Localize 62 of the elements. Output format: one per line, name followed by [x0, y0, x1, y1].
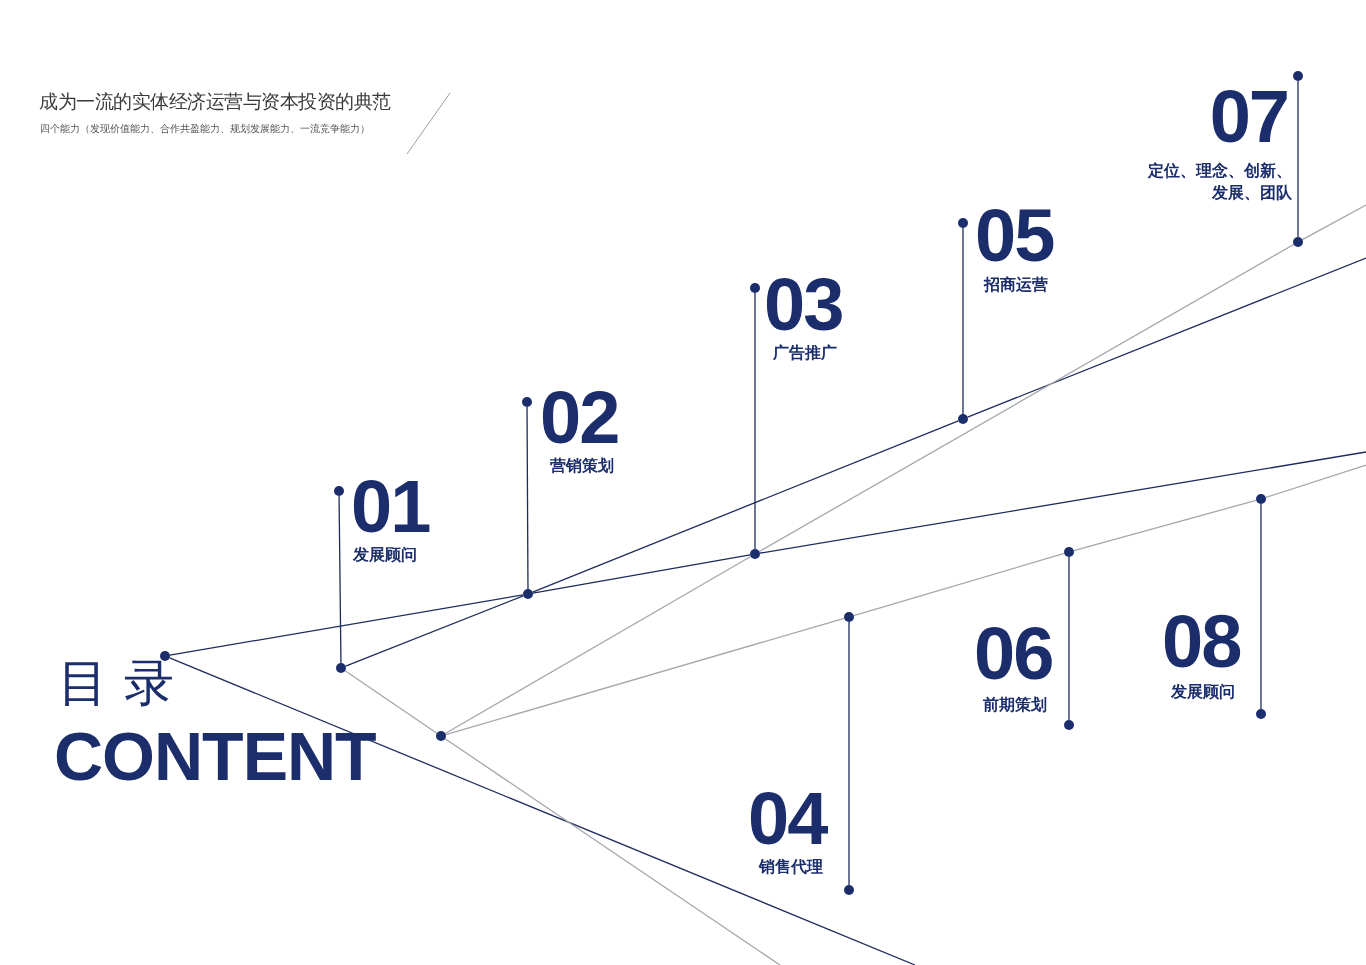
item-label: 广告推广 [773, 342, 837, 364]
connector-line [344, 670, 438, 734]
connector-line [1260, 503, 1262, 710]
item-label: 销售代理 [759, 856, 823, 878]
connector-line [532, 554, 751, 594]
junction-dot [336, 663, 346, 673]
connector-line [338, 495, 342, 664]
item-label: 定位、理念、创新、发展、团队 [1147, 160, 1292, 204]
connector-line [444, 555, 752, 735]
connector-line [1301, 204, 1366, 241]
subheading: 四个能力（发现价值能力、合作共盈能力、规划发展能力、一流竞争能力） [40, 122, 370, 136]
connector-line [967, 257, 1366, 418]
connector-line [754, 292, 756, 550]
connector-line [345, 595, 524, 667]
junction-dot [1256, 709, 1266, 719]
contents-heading: CONTENT [54, 720, 376, 792]
connector-line [759, 451, 1366, 554]
item-label: 招商运营 [984, 274, 1048, 296]
connector-line [532, 420, 959, 593]
connector-line [526, 406, 529, 590]
connector-line [853, 552, 1065, 617]
item-label: 营销策划 [550, 455, 614, 477]
connector-line [1297, 80, 1299, 238]
connector-line [169, 594, 524, 656]
junction-dot [1064, 720, 1074, 730]
item-number: 06 [974, 617, 1053, 691]
item-label: 发展顾问 [353, 544, 417, 566]
item-number: 02 [540, 381, 619, 455]
connector-line [445, 617, 845, 736]
connector-line [444, 738, 781, 965]
junction-dot [1064, 547, 1074, 557]
junction-dot [1293, 71, 1303, 81]
item-number: 05 [975, 199, 1054, 273]
junction-dot [750, 283, 760, 293]
junction-dot [1293, 237, 1303, 247]
connector-line [1073, 499, 1257, 552]
item-label: 发展顾问 [1171, 681, 1235, 703]
item-label: 前期策划 [983, 694, 1047, 716]
junction-dot [334, 486, 344, 496]
item-number: 01 [351, 470, 430, 544]
item-number: 07 [1209, 80, 1288, 154]
connector-line [1265, 464, 1366, 499]
contents-heading: 目录 [58, 655, 190, 711]
item-number: 03 [764, 268, 843, 342]
junction-dot [523, 589, 533, 599]
junction-dot [844, 885, 854, 895]
junction-dot [750, 549, 760, 559]
connector-line [1068, 556, 1070, 721]
junction-dot [436, 731, 446, 741]
connector-line [962, 227, 964, 415]
junction-dot [958, 218, 968, 228]
heading: 成为一流的实体经济运营与资本投资的典范 [39, 89, 391, 114]
item-number: 08 [1162, 605, 1241, 679]
item-number: 04 [748, 782, 827, 856]
connector-line [848, 621, 850, 886]
junction-dot [522, 397, 532, 407]
junction-dot [160, 651, 170, 661]
junction-dot [844, 612, 854, 622]
connector-line [758, 243, 1295, 553]
junction-dot [958, 414, 968, 424]
junction-dot [1256, 494, 1266, 504]
connector-line [168, 657, 916, 965]
